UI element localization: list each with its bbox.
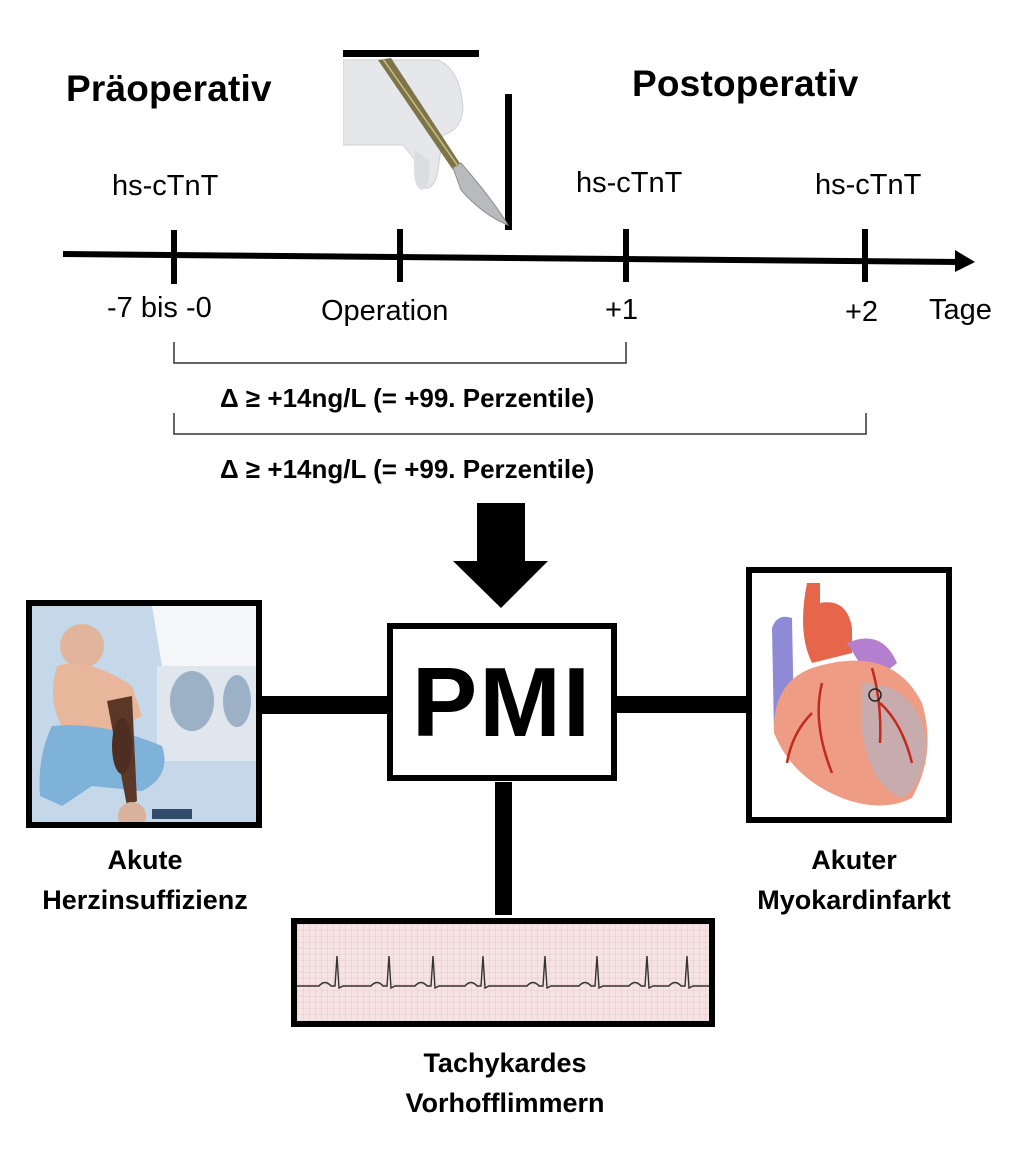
connector-right (612, 696, 747, 713)
postoperative-heading: Postoperativ (632, 63, 859, 104)
bracket-to-day1 (173, 342, 627, 364)
timeline-axis (62, 229, 975, 284)
preoperative-heading: Präoperativ (66, 68, 272, 109)
ecg-image (291, 918, 715, 1027)
connector-bottom (495, 782, 512, 915)
time-axis-line (62, 251, 963, 265)
delta-label-day2: Δ ≥ +14ng/L (= +99. Perzentile) (220, 454, 595, 484)
pmi-label: PMI (411, 646, 593, 757)
hs-ctnt-label-day2: hs-cTnT (815, 169, 922, 201)
connector-left (260, 696, 390, 714)
tick-label-day2: +2 (845, 296, 879, 328)
caption-heart-failure: Akute Herzinsuffizienz (42, 845, 248, 915)
heart-failure-image (26, 600, 262, 828)
pmi-box: PMI (387, 623, 617, 781)
scalpel-illustration (343, 50, 513, 230)
axis-unit-label: Tage (929, 294, 992, 326)
axis-arrowhead (955, 250, 975, 272)
tick-day2 (862, 229, 868, 282)
tick-preop (171, 230, 177, 284)
hs-ctnt-label-day1: hs-cTnT (576, 167, 683, 199)
tick-day1 (623, 229, 629, 282)
bracket-to-day2 (173, 413, 867, 435)
myocardial-infarction-image (746, 567, 952, 823)
delta-label-day1: Δ ≥ +14ng/L (= +99. Perzentile) (220, 383, 595, 413)
down-arrow-icon (453, 503, 548, 608)
caption-myocardial-infarction: Akuter Myokardinfarkt (757, 845, 951, 915)
tick-label-preop: -7 bis -0 (107, 292, 212, 324)
caption-atrial-fibrillation: Tachykardes Vorhofflimmern (405, 1048, 605, 1118)
tick-label-operation: Operation (321, 295, 449, 327)
tick-operation (397, 229, 403, 282)
brackets (173, 342, 867, 435)
occlusion-marker (868, 688, 882, 702)
tick-label-day1: +1 (605, 294, 639, 326)
hs-ctnt-label-preop: hs-cTnT (112, 170, 219, 202)
